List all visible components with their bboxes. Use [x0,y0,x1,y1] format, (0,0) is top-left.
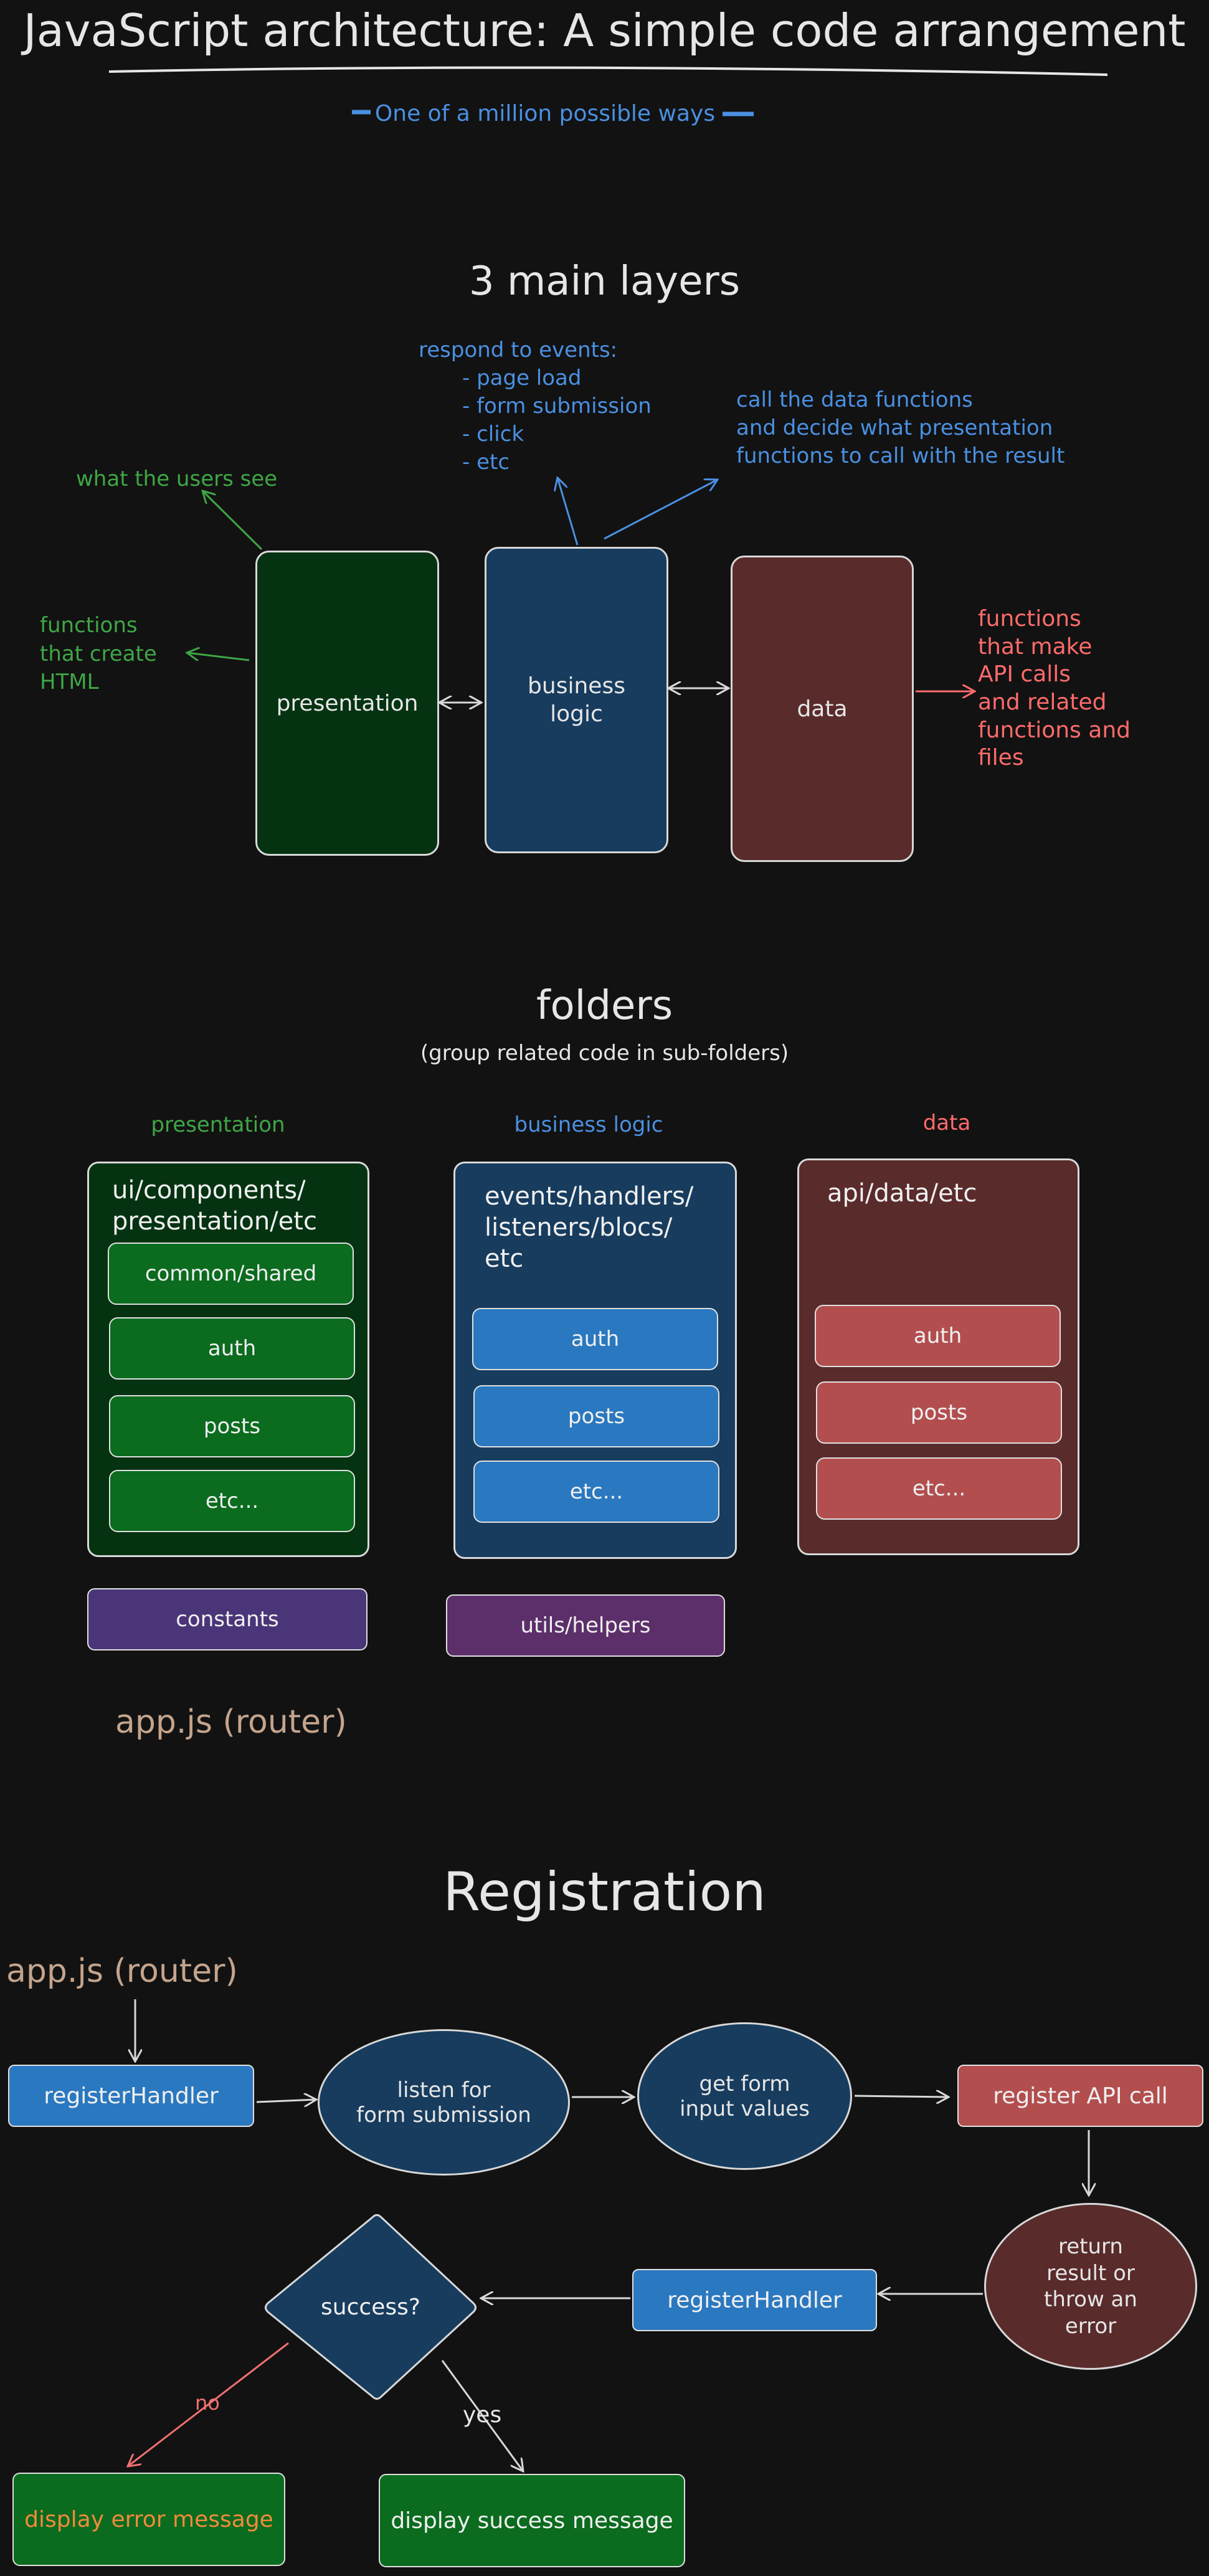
title-underline [108,66,1108,76]
path-line: presentation/etc [112,1207,317,1236]
branch-no-label: no [195,2391,220,2415]
note-line: that create [40,641,157,666]
arrow-success-yes [441,2360,523,2471]
folder-business-path: events/handlers/ listeners/blocs/ etc [485,1181,693,1274]
folders-subheading: (group related code in sub-folders) [420,1041,789,1066]
display-success-message: display success message [379,2474,685,2567]
return-result-or-error: return result or throw an error [984,2203,1197,2370]
path-line: api/data/etc [827,1179,977,1208]
note-line: - page load [462,365,582,391]
folders-router: app.js (router) [115,1703,347,1741]
ellipse-line: listen for [397,2077,491,2103]
note-line: functions and [978,717,1131,743]
listen-form-submission: listen for form submission [318,2029,570,2176]
success-diamond [265,2214,476,2400]
arrow-what-users-see [202,491,263,551]
arrow-handler-listen [256,2100,316,2102]
register-handler-box: registerHandler [8,2065,254,2127]
arrow-call-data [604,480,718,540]
folder-item: common/shared [108,1243,354,1305]
page-title: JavaScript architecture: A simple code a… [23,4,1186,57]
note-line: respond to events: [419,338,618,362]
note-line: call the data functions [736,387,973,412]
ellipse-line: throw an [1044,2287,1137,2312]
page-subtitle: One of a million possible ways [374,101,716,126]
success-decision-label: success? [321,2294,420,2320]
folder-item: posts [473,1385,719,1447]
arrow-respond-events [557,478,579,546]
layer-business-label: business [528,673,625,699]
note-line: functions [978,606,1081,632]
layer-business-logic: business logic [485,547,668,853]
folder-title-data: data [922,1110,971,1135]
note-line: - click [462,421,524,447]
note-line: - form submission [462,393,652,419]
note-api-functions: functions that make API calls and relate… [978,605,1131,772]
note-line: and decide what presentation [736,415,1053,440]
path-line: ui/components/ [112,1176,306,1205]
layer-presentation: presentation [255,551,439,856]
layer-data: data [731,556,914,862]
folder-item: posts [816,1381,1062,1444]
ellipse-line: result or [1046,2260,1135,2286]
layer-presentation-label: presentation [276,690,419,716]
folder-item: auth [109,1317,355,1380]
folder-utils-helpers: utils/helpers [446,1594,725,1657]
register-handler-box-2: registerHandler [632,2269,877,2331]
folder-item: auth [815,1305,1061,1367]
registration-router: app.js (router) [6,1953,238,1990]
ellipse-line: return [1058,2234,1123,2259]
ellipse-line: error [1064,2313,1117,2339]
layers-heading: 3 main layers [468,258,741,305]
layer-data-label: data [797,696,848,722]
folder-data-path: api/data/etc [827,1178,977,1209]
note-line: - etc [462,449,510,475]
note-line: API calls [978,661,1071,688]
arrow-getvalues-api [854,2096,949,2097]
note-line: that make [978,633,1093,660]
branch-yes-label: yes [463,2402,502,2428]
get-form-input-values: get form input values [637,2022,852,2170]
register-api-call-box: register API call [957,2065,1203,2127]
registration-heading: Registration [443,1861,766,1923]
note-line: functions [40,613,138,638]
folder-item: posts [109,1395,355,1457]
folder-item: etc... [473,1461,719,1523]
folder-title-presentation: presentation [151,1112,285,1137]
note-line: and related [978,689,1107,715]
folder-item: etc... [109,1470,355,1532]
note-line: files [978,745,1024,771]
note-call-data-functions: call the data functions and decide what … [736,386,1064,470]
ellipse-line: form submission [356,2102,531,2128]
note-respond-to-events: respond to events: - page load - form su… [419,336,652,476]
note-line: HTML [40,670,99,695]
note-functions-create-html: functions that create HTML [40,612,157,697]
folder-constants: constants [87,1588,367,1650]
folder-item: etc... [816,1457,1062,1520]
note-line: functions to call with the result [736,443,1065,468]
display-error-message: display error message [12,2473,285,2566]
folder-title-business: business logic [514,1112,663,1137]
note-what-users-see: what the users see [76,466,278,491]
arrow-functions-html [187,653,250,661]
ellipse-line: get form [699,2071,790,2096]
arrow-success-no [128,2342,289,2466]
ellipse-line: input values [680,2096,810,2121]
layer-business-label: logic [550,701,603,727]
path-line: listeners/blocs/ [485,1213,673,1242]
path-line: events/handlers/ [485,1182,694,1211]
folder-item: auth [472,1308,718,1370]
path-line: etc [485,1244,524,1273]
folders-heading: folders [536,983,673,1029]
folder-presentation-path: ui/components/ presentation/etc [112,1175,317,1237]
